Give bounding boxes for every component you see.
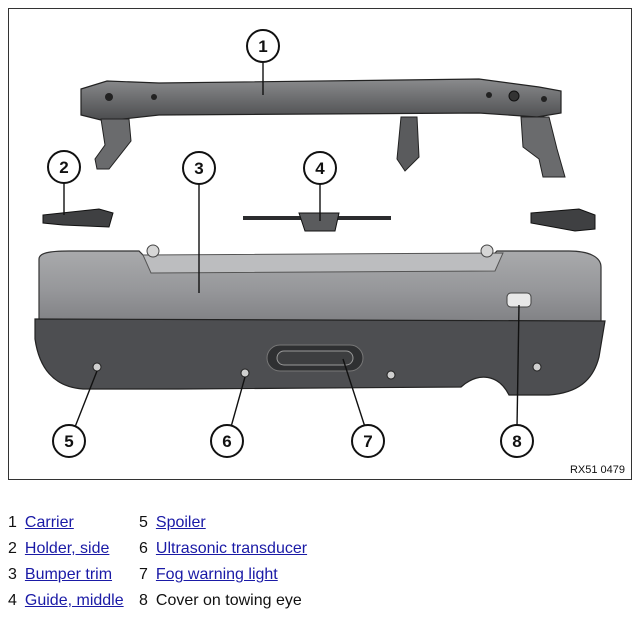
legend-link-fog-warning-light[interactable]: Fog warning light bbox=[155, 566, 278, 583]
svg-text:5: 5 bbox=[64, 432, 73, 451]
callout-7: 7 bbox=[351, 424, 385, 458]
callout-3: 3 bbox=[182, 151, 216, 185]
callout-5: 5 bbox=[52, 424, 86, 458]
exploded-view-illustration: 1 2 3 4 5 6 7 8 bbox=[34, 29, 606, 458]
bumper-trim-part bbox=[38, 244, 602, 330]
leader-lines bbox=[63, 63, 520, 428]
legend-link-holder-side[interactable]: Holder, side bbox=[24, 540, 110, 557]
callout-8: 8 bbox=[500, 424, 534, 458]
figure-reference-code: RX51 0479 bbox=[569, 464, 625, 476]
svg-text:7: 7 bbox=[363, 432, 372, 451]
svg-text:6: 6 bbox=[222, 432, 231, 451]
callout-1: 1 bbox=[246, 29, 280, 63]
legend-link-spoiler[interactable]: Spoiler bbox=[155, 514, 206, 531]
legend-link-carrier[interactable]: Carrier bbox=[24, 514, 74, 531]
spoiler-part bbox=[34, 318, 606, 396]
legend-label-cover-towing-eye: Cover on towing eye bbox=[155, 592, 302, 609]
holder-side-parts bbox=[42, 208, 596, 232]
svg-text:8: 8 bbox=[512, 432, 521, 451]
callout-4: 4 bbox=[303, 151, 337, 185]
legend-link-guide-middle[interactable]: Guide, middle bbox=[24, 592, 124, 609]
carrier-part bbox=[80, 78, 566, 178]
callout-6: 6 bbox=[210, 424, 244, 458]
parts-diagram: 1 2 3 4 5 6 7 8 RX51 0479 bbox=[8, 8, 632, 480]
legend-link-ultrasonic-transducer[interactable]: Ultrasonic transducer bbox=[155, 540, 308, 557]
svg-text:1: 1 bbox=[258, 37, 267, 56]
legend-link-bumper-trim[interactable]: Bumper trim bbox=[24, 566, 113, 583]
svg-text:3: 3 bbox=[194, 159, 203, 178]
svg-text:2: 2 bbox=[59, 158, 68, 177]
callout-2: 2 bbox=[47, 150, 81, 184]
svg-text:4: 4 bbox=[315, 159, 325, 178]
guide-middle-part bbox=[243, 212, 391, 232]
